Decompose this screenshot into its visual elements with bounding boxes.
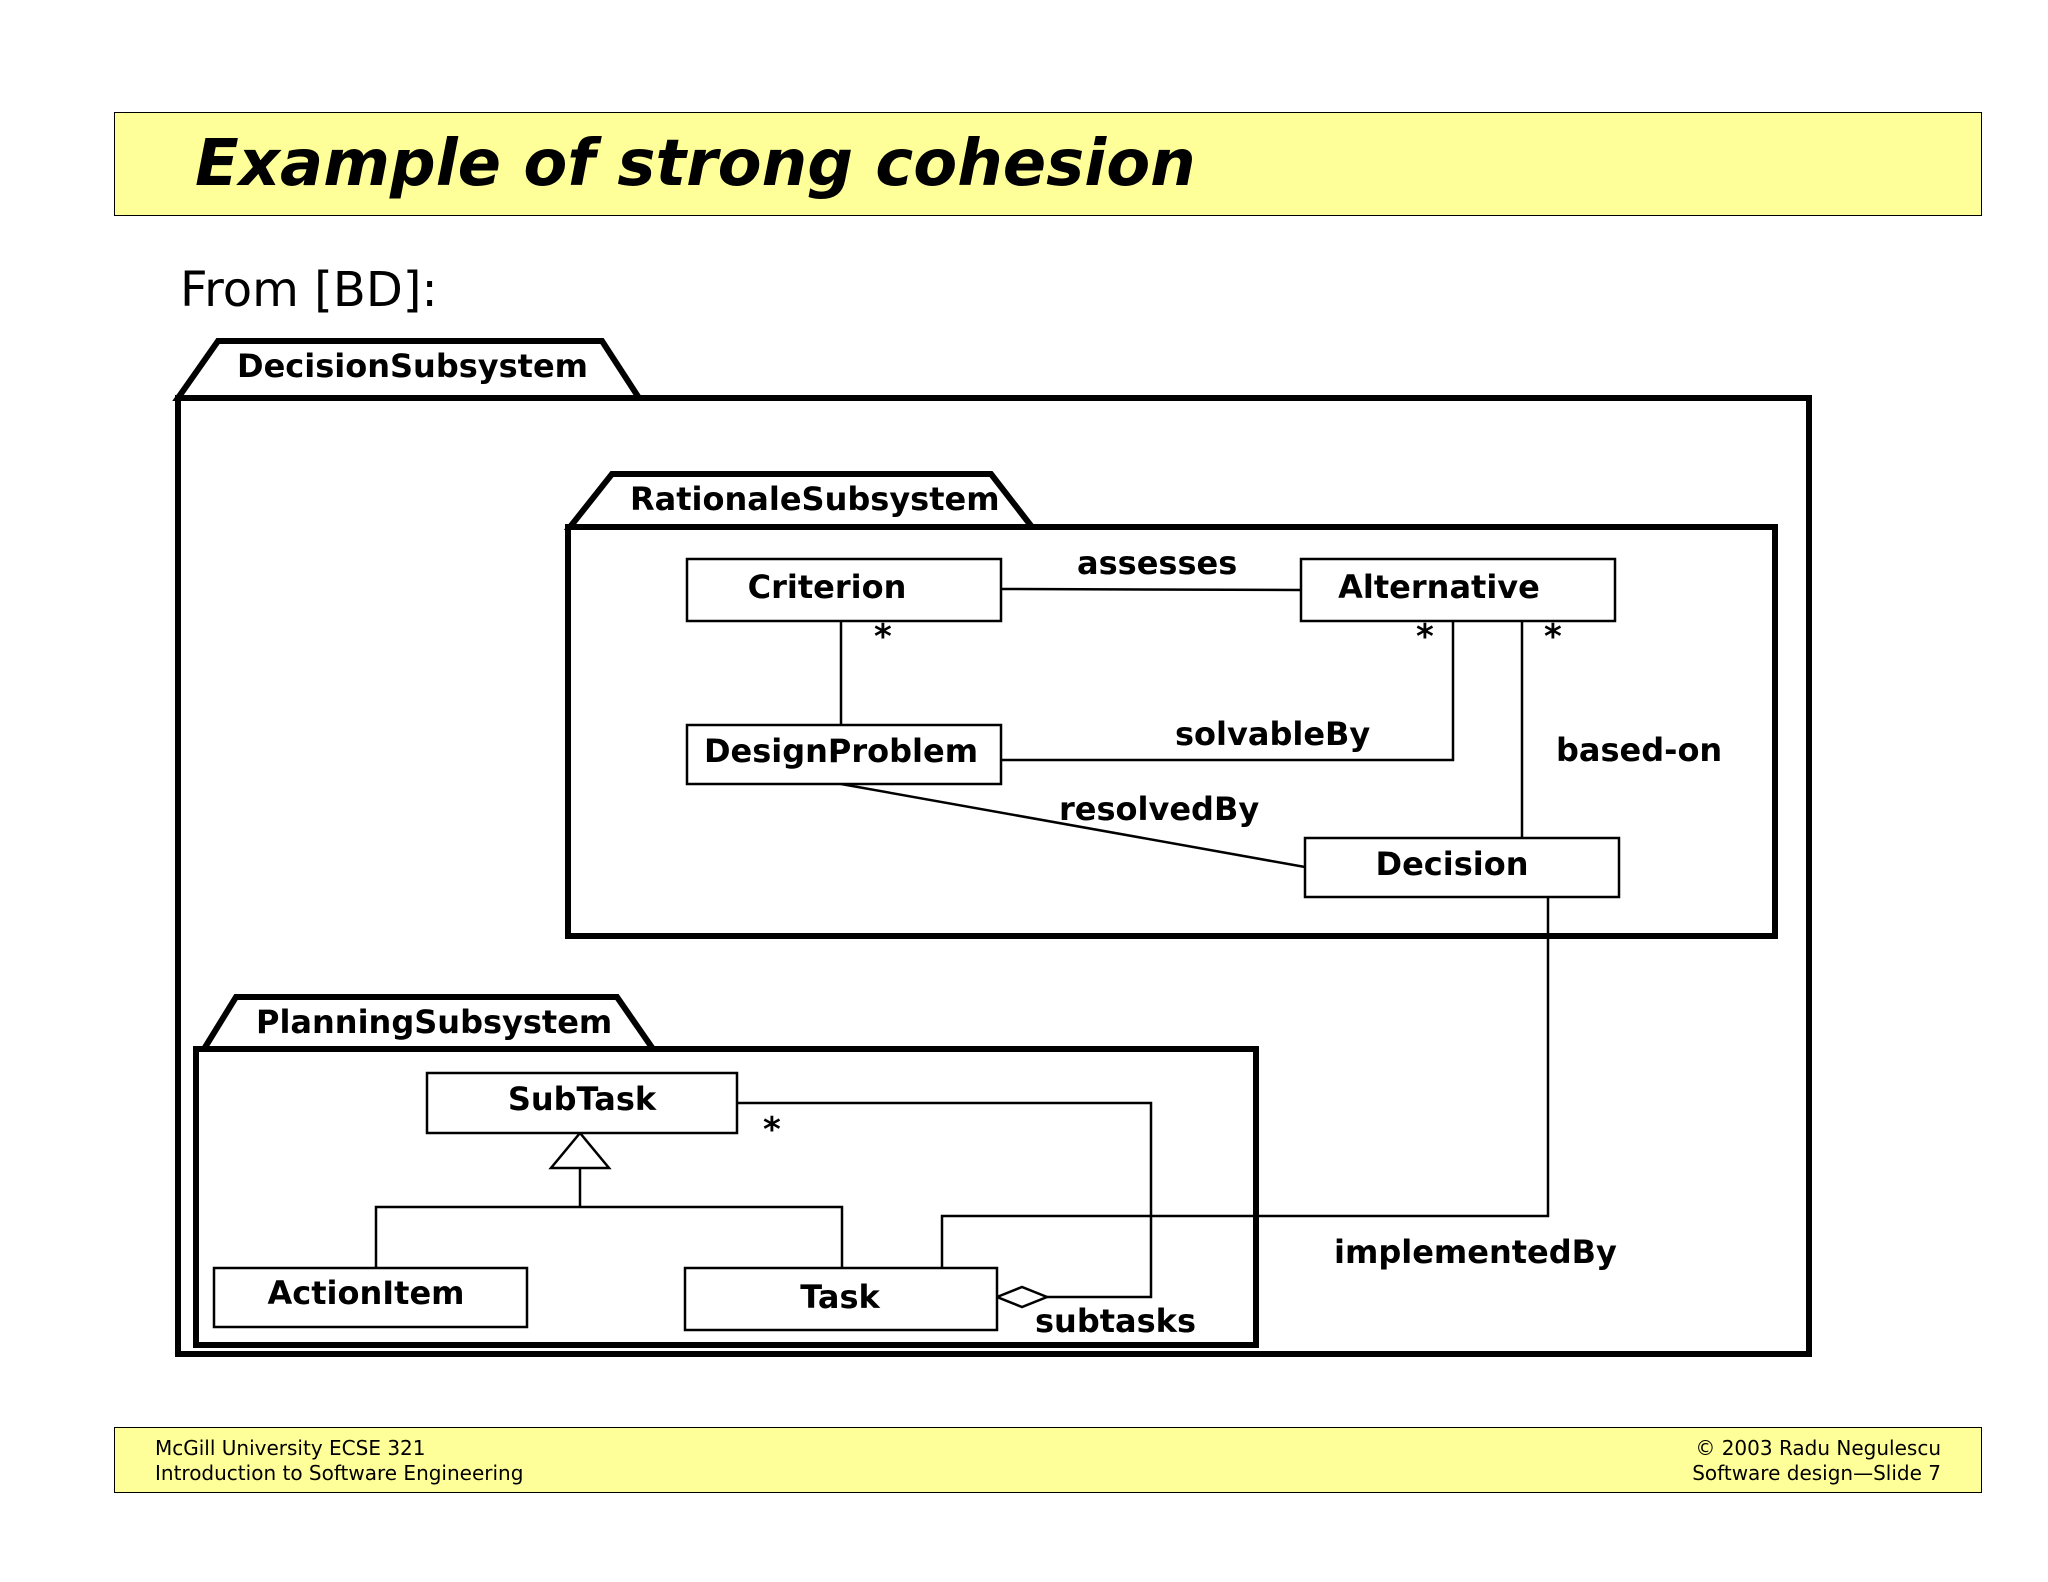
class-designproblem: DesignProblem	[685, 723, 1003, 786]
package-label-rationale: RationaleSubsystem	[630, 480, 1000, 518]
class-label: Task	[800, 1278, 880, 1316]
multiplicity-subtask: *	[763, 1110, 781, 1150]
package-body	[175, 395, 1812, 1357]
label-solvableby: solvableBy	[1175, 715, 1370, 753]
aggregation-diamond	[993, 1285, 1051, 1309]
class-task: Task	[683, 1266, 999, 1332]
package-decision-subsystem: DecisionSubsystem	[172, 338, 1812, 1357]
label-assesses: assesses	[1077, 544, 1237, 582]
label-implementedby: implementedBy	[1334, 1233, 1617, 1271]
class-alternative: Alternative	[1299, 557, 1617, 623]
slide-title: Example of strong cohesion	[195, 127, 1196, 201]
label-basedon: based-on	[1556, 731, 1722, 769]
package-label-planning: PlanningSubsystem	[256, 1003, 612, 1041]
class-label: SubTask	[508, 1080, 657, 1118]
package-rationale-subsystem: RationaleSubsystem	[563, 471, 1778, 939]
multiplicity-criterion: *	[874, 617, 892, 657]
solvableby-line	[1001, 621, 1455, 762]
resolvedby-line	[840, 782, 1306, 869]
package-planning-subsystem: PlanningSubsystem	[193, 994, 1259, 1348]
class-criterion: Criterion	[685, 557, 1003, 623]
footer-left: McGill University ECSE 321 Introduction …	[155, 1436, 523, 1486]
package-body	[565, 524, 1778, 939]
footer-bar: McGill University ECSE 321 Introduction …	[114, 1427, 1982, 1493]
association-lines	[374, 587, 1550, 1299]
footer-copyright: © 2003 Radu Negulescu	[1695, 1436, 1941, 1460]
implementedby-line	[940, 895, 1550, 1270]
class-label: DesignProblem	[704, 732, 978, 770]
class-actionitem: ActionItem	[212, 1266, 529, 1329]
class-label: Decision	[1376, 845, 1529, 883]
package-body	[193, 1046, 1259, 1348]
footer-slide-number: Software design—Slide 7	[1692, 1461, 1941, 1485]
generalization-branch	[374, 1205, 844, 1268]
generalization-triangle	[548, 1131, 612, 1170]
title-bar: Example of strong cohesion	[114, 112, 1982, 216]
class-label: Alternative	[1338, 568, 1540, 606]
multiplicity-alternative-solvableby: *	[1416, 617, 1434, 657]
subtasks-line	[737, 1101, 1153, 1299]
class-label: Criterion	[748, 568, 907, 606]
label-resolvedby: resolvedBy	[1059, 790, 1259, 828]
label-subtasks: subtasks	[1035, 1302, 1196, 1340]
footer-right: © 2003 Radu Negulescu Software design—Sl…	[1692, 1436, 1941, 1486]
multiplicity-alternative-basedon: *	[1544, 617, 1562, 657]
class-decision: Decision	[1303, 836, 1621, 899]
slide-subtitle: From [BD]:	[180, 262, 438, 318]
class-label: ActionItem	[267, 1274, 464, 1312]
footer-course: McGill University ECSE 321	[155, 1436, 426, 1460]
package-label-decision: DecisionSubsystem	[237, 347, 588, 385]
footer-course-title: Introduction to Software Engineering	[155, 1461, 524, 1485]
class-subtask: SubTask	[425, 1071, 739, 1135]
assesses-line	[1000, 587, 1302, 592]
